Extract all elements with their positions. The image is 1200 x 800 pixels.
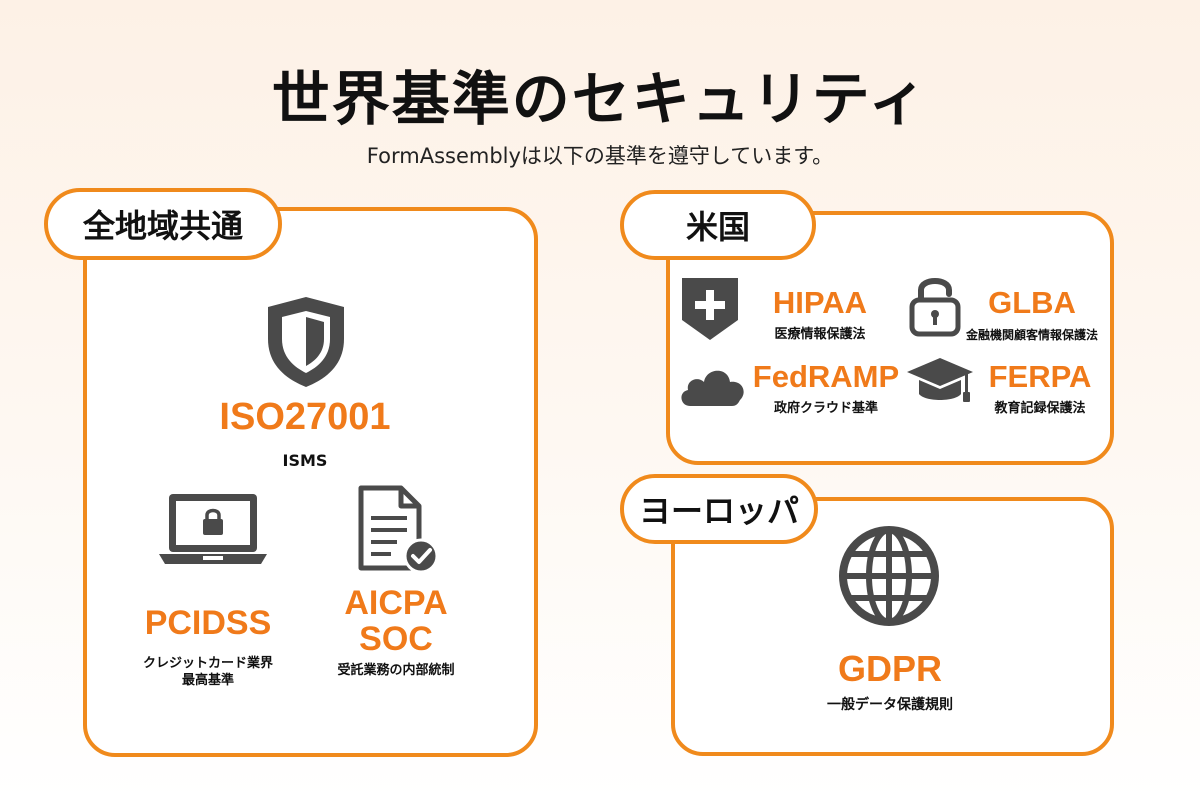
fedramp-name: FedRAMP: [752, 359, 900, 394]
aicpa-name-line2: SOC: [359, 620, 433, 658]
iso-name: ISO27001: [219, 396, 391, 438]
iso-desc: ISMS: [282, 451, 328, 470]
glba-desc: 金融機関顧客情報保護法: [965, 328, 1098, 342]
shield-icon: [268, 297, 344, 387]
laptop-lock-icon: [159, 494, 267, 564]
ferpa-name: FERPA: [988, 359, 1092, 394]
pci-desc-line2: 最高基準: [181, 673, 234, 688]
hipaa-desc: 医療情報保護法: [774, 327, 866, 342]
global-tag: 全地域共通: [44, 188, 282, 260]
document-check-icon: [358, 485, 439, 574]
aicpa-name-line1: AICPA: [344, 584, 448, 622]
gdpr-desc: 一般データ保護規則: [827, 697, 953, 713]
globe-icon: [839, 526, 939, 626]
fedramp-desc: 政府クラウド基準: [773, 401, 878, 416]
page-title: 世界基準のセキュリティ: [271, 65, 929, 133]
graduation-cap-icon: [907, 358, 973, 402]
cloud-icon: [681, 370, 744, 406]
gdpr-name: GDPR: [837, 648, 942, 689]
aicpa-desc: 受託業務の内部統制: [337, 663, 455, 678]
pci-desc-line1: クレジットカード業界: [142, 656, 273, 671]
padlock-icon: [909, 278, 961, 337]
medical-cross-icon: [682, 278, 738, 340]
pci-name: PCIDSS: [144, 604, 272, 642]
page-subtitle: FormAssemblyは以下の基準を遵守しています。: [366, 144, 834, 168]
ferpa-desc: 教育記録保護法: [994, 401, 1086, 416]
hipaa-name: HIPAA: [772, 285, 868, 320]
europe-tag: ヨーロッパ: [620, 474, 818, 544]
glba-name: GLBA: [988, 285, 1076, 320]
usa-tag: 米国: [620, 190, 816, 260]
